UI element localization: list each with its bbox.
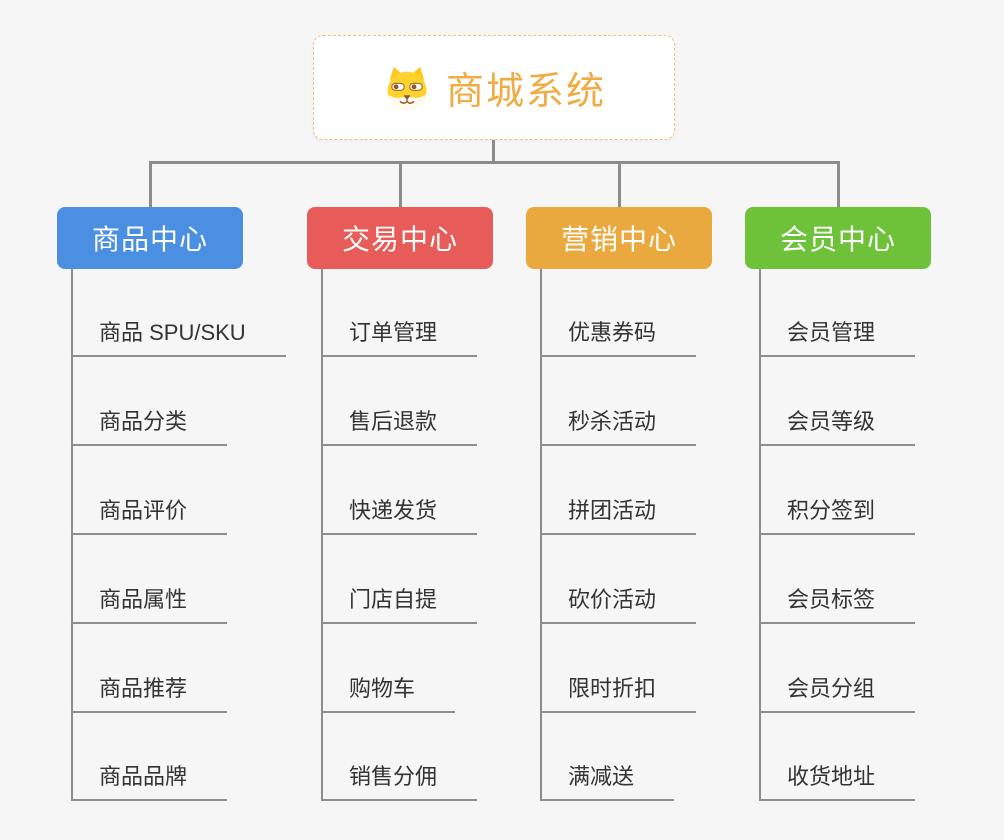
leaf-node[interactable]: 商品评价 <box>71 497 228 535</box>
shiba-dog-icon <box>387 66 427 111</box>
leaf-node[interactable]: 满减送 <box>540 763 675 801</box>
leaf-node[interactable]: 积分签到 <box>759 497 916 535</box>
branch-connector-drop <box>618 161 621 207</box>
leaf-node[interactable]: 销售分佣 <box>321 763 478 801</box>
leaf-node[interactable]: 限时折扣 <box>540 675 697 713</box>
leaf-node[interactable]: 售后退款 <box>321 408 478 446</box>
branch-label: 交易中心 <box>341 224 458 255</box>
leaf-node[interactable]: 商品属性 <box>71 586 228 624</box>
leaf-node[interactable]: 拼团活动 <box>540 497 697 535</box>
branch-column: 商品中心 商品 SPU/SKU 商品分类商品评价商品属性商品推荐商品品牌 <box>57 207 317 807</box>
branch-column: 交易中心 订单管理售后退款快递发货门店自提购物车销售分佣 <box>307 207 567 807</box>
branch-column: 会员中心 会员管理会员等级积分签到会员标签会员分组收货地址 <box>745 207 1004 807</box>
branch-column: 营销中心 优惠券码秒杀活动拼团活动砍价活动限时折扣满减送 <box>526 207 786 807</box>
branch-connector-drop <box>837 161 840 207</box>
branch-node[interactable]: 交易中心 <box>307 207 493 269</box>
branch-leaves: 优惠券码秒杀活动拼团活动砍价活动限时折扣满减送 <box>526 207 786 807</box>
leaf-node[interactable]: 商品分类 <box>71 408 228 446</box>
branch-label: 营销中心 <box>560 224 677 255</box>
leaf-node[interactable]: 商品推荐 <box>71 675 228 713</box>
branch-leaves: 会员管理会员等级积分签到会员标签会员分组收货地址 <box>745 207 1004 807</box>
branch-label: 商品中心 <box>91 224 208 255</box>
leaf-node[interactable]: 会员管理 <box>759 319 916 357</box>
branch-spine-line <box>71 269 73 801</box>
branch-leaves: 订单管理售后退款快递发货门店自提购物车销售分佣 <box>307 207 567 807</box>
root-connector-stem <box>492 139 495 164</box>
leaf-node[interactable]: 会员分组 <box>759 675 916 713</box>
leaf-node[interactable]: 优惠券码 <box>540 319 697 357</box>
branch-spine-line <box>759 269 761 801</box>
branch-spine-line <box>321 269 323 801</box>
branch-connector-bar <box>149 161 840 164</box>
leaf-node[interactable]: 秒杀活动 <box>540 408 697 446</box>
leaf-node[interactable]: 会员等级 <box>759 408 916 446</box>
root-title: 商城系统 <box>445 71 606 113</box>
branch-node[interactable]: 商品中心 <box>57 207 243 269</box>
root-node[interactable]: 商城系统 <box>313 35 675 140</box>
leaf-node[interactable]: 会员标签 <box>759 586 916 624</box>
branch-node[interactable]: 会员中心 <box>745 207 931 269</box>
branch-connector-drop <box>149 161 152 207</box>
leaf-node[interactable]: 订单管理 <box>321 319 478 357</box>
branch-label: 会员中心 <box>779 224 896 255</box>
leaf-node[interactable]: 门店自提 <box>321 586 478 624</box>
leaf-node[interactable]: 砍价活动 <box>540 586 697 624</box>
leaf-node[interactable]: 商品品牌 <box>71 763 228 801</box>
branch-leaves: 商品 SPU/SKU 商品分类商品评价商品属性商品推荐商品品牌 <box>57 207 317 807</box>
branch-connector-drop <box>399 161 402 207</box>
branch-node[interactable]: 营销中心 <box>526 207 712 269</box>
branch-spine-line <box>540 269 542 801</box>
leaf-node[interactable]: 快递发货 <box>321 497 478 535</box>
leaf-node[interactable]: 收货地址 <box>759 763 916 801</box>
leaf-node[interactable]: 购物车 <box>321 675 456 713</box>
leaf-node[interactable]: 商品 SPU/SKU <box>71 319 286 357</box>
